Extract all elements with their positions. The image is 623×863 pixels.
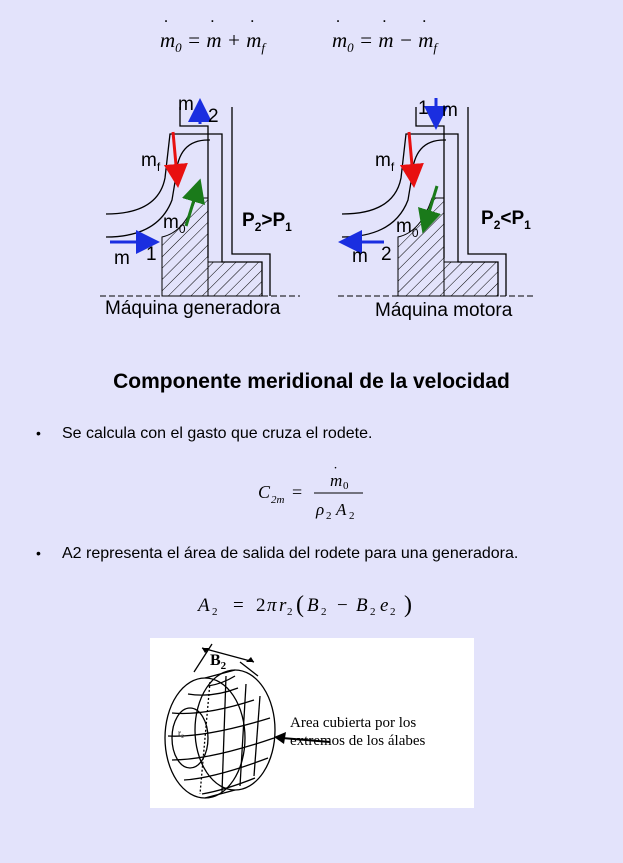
motor-caption: Máquina motora [375, 300, 513, 321]
svg-text:˙: ˙ [333, 465, 338, 481]
equation-generator-flow: m0 = m + mf [160, 16, 265, 56]
svg-text:C: C [258, 482, 271, 502]
svg-text:A: A [196, 595, 210, 616]
gen-label-mf: mf [141, 150, 161, 174]
motor-label-m-left: m [352, 246, 368, 267]
gen-label-m-top: m [178, 94, 194, 115]
svg-text:m: m [330, 471, 342, 490]
motor-pressure-label: P2<P1 [481, 208, 531, 232]
svg-text:ρ: ρ [315, 500, 324, 519]
arrow-mf-red-motor [399, 131, 424, 188]
svg-text:2: 2 [287, 606, 293, 618]
svg-text:2: 2 [349, 510, 355, 522]
impeller-drawing [164, 643, 331, 799]
impeller-figure: B2 r₂ Area cubierta por los extremos de … [150, 638, 474, 808]
bullet-item-1: • Se calcula con el gasto que cruza el r… [36, 425, 373, 442]
gen-label-m-left: m [114, 248, 130, 269]
equation-c2m: C 2m = m ˙ 0 ρ 2 A 2 [258, 465, 363, 522]
figure-annotation: Area cubierta por los extremos de los ál… [290, 715, 426, 749]
svg-text:(: ( [296, 592, 304, 618]
svg-text:2: 2 [321, 606, 327, 618]
gen-caption: Máquina generadora [105, 298, 281, 319]
svg-text:2: 2 [370, 606, 376, 618]
r2-label: r₂ [178, 728, 185, 738]
motor-machine-drawing [338, 98, 536, 297]
gen-label-m0: m0 [163, 212, 186, 236]
svg-text:e: e [380, 595, 388, 616]
motor-label-m-top: m [442, 100, 458, 121]
svg-text:r: r [279, 595, 287, 616]
svg-text:=: = [233, 595, 244, 616]
motor-label-1: 1 [418, 98, 429, 119]
svg-text:): ) [404, 592, 412, 618]
svg-text:=: = [292, 482, 302, 502]
equation-a2: A 2 = 2 π r 2 ( B 2 − B 2 e 2 ) [196, 592, 412, 618]
motor-label-2: 2 [381, 244, 392, 265]
motor-label-m0: m0 [396, 216, 419, 240]
arrow-m0-green-motor [418, 185, 441, 234]
svg-text:B: B [307, 595, 319, 616]
svg-text:−: − [337, 595, 348, 616]
gen-label-1: 1 [146, 244, 157, 265]
gen-pressure-label: P2>P1 [242, 210, 292, 234]
svg-text:B: B [356, 595, 368, 616]
bullet-icon: • [36, 545, 41, 561]
svg-text:2m: 2m [271, 494, 285, 506]
bullet-icon: • [36, 425, 41, 441]
svg-text:0: 0 [343, 480, 349, 492]
svg-text:2: 2 [326, 510, 332, 522]
svg-text:2: 2 [212, 606, 218, 618]
equation-motor-flow: m0 = m − mf [332, 16, 437, 56]
svg-text:A: A [335, 500, 347, 519]
svg-text:π: π [267, 595, 277, 616]
arrow-mf-red [163, 131, 188, 188]
gen-label-2: 2 [208, 106, 219, 127]
b2-label: B2 [210, 652, 227, 673]
generator-machine-drawing [100, 98, 300, 297]
motor-label-mf: mf [375, 150, 395, 174]
section-heading: Componente meridional de la velocidad [113, 370, 510, 393]
arrow-m0-green [182, 178, 205, 227]
svg-text:2: 2 [256, 595, 266, 616]
bullet-item-2: • A2 representa el área de salida del ro… [36, 545, 519, 562]
machines-diagram [100, 98, 536, 297]
svg-text:2: 2 [390, 606, 396, 618]
